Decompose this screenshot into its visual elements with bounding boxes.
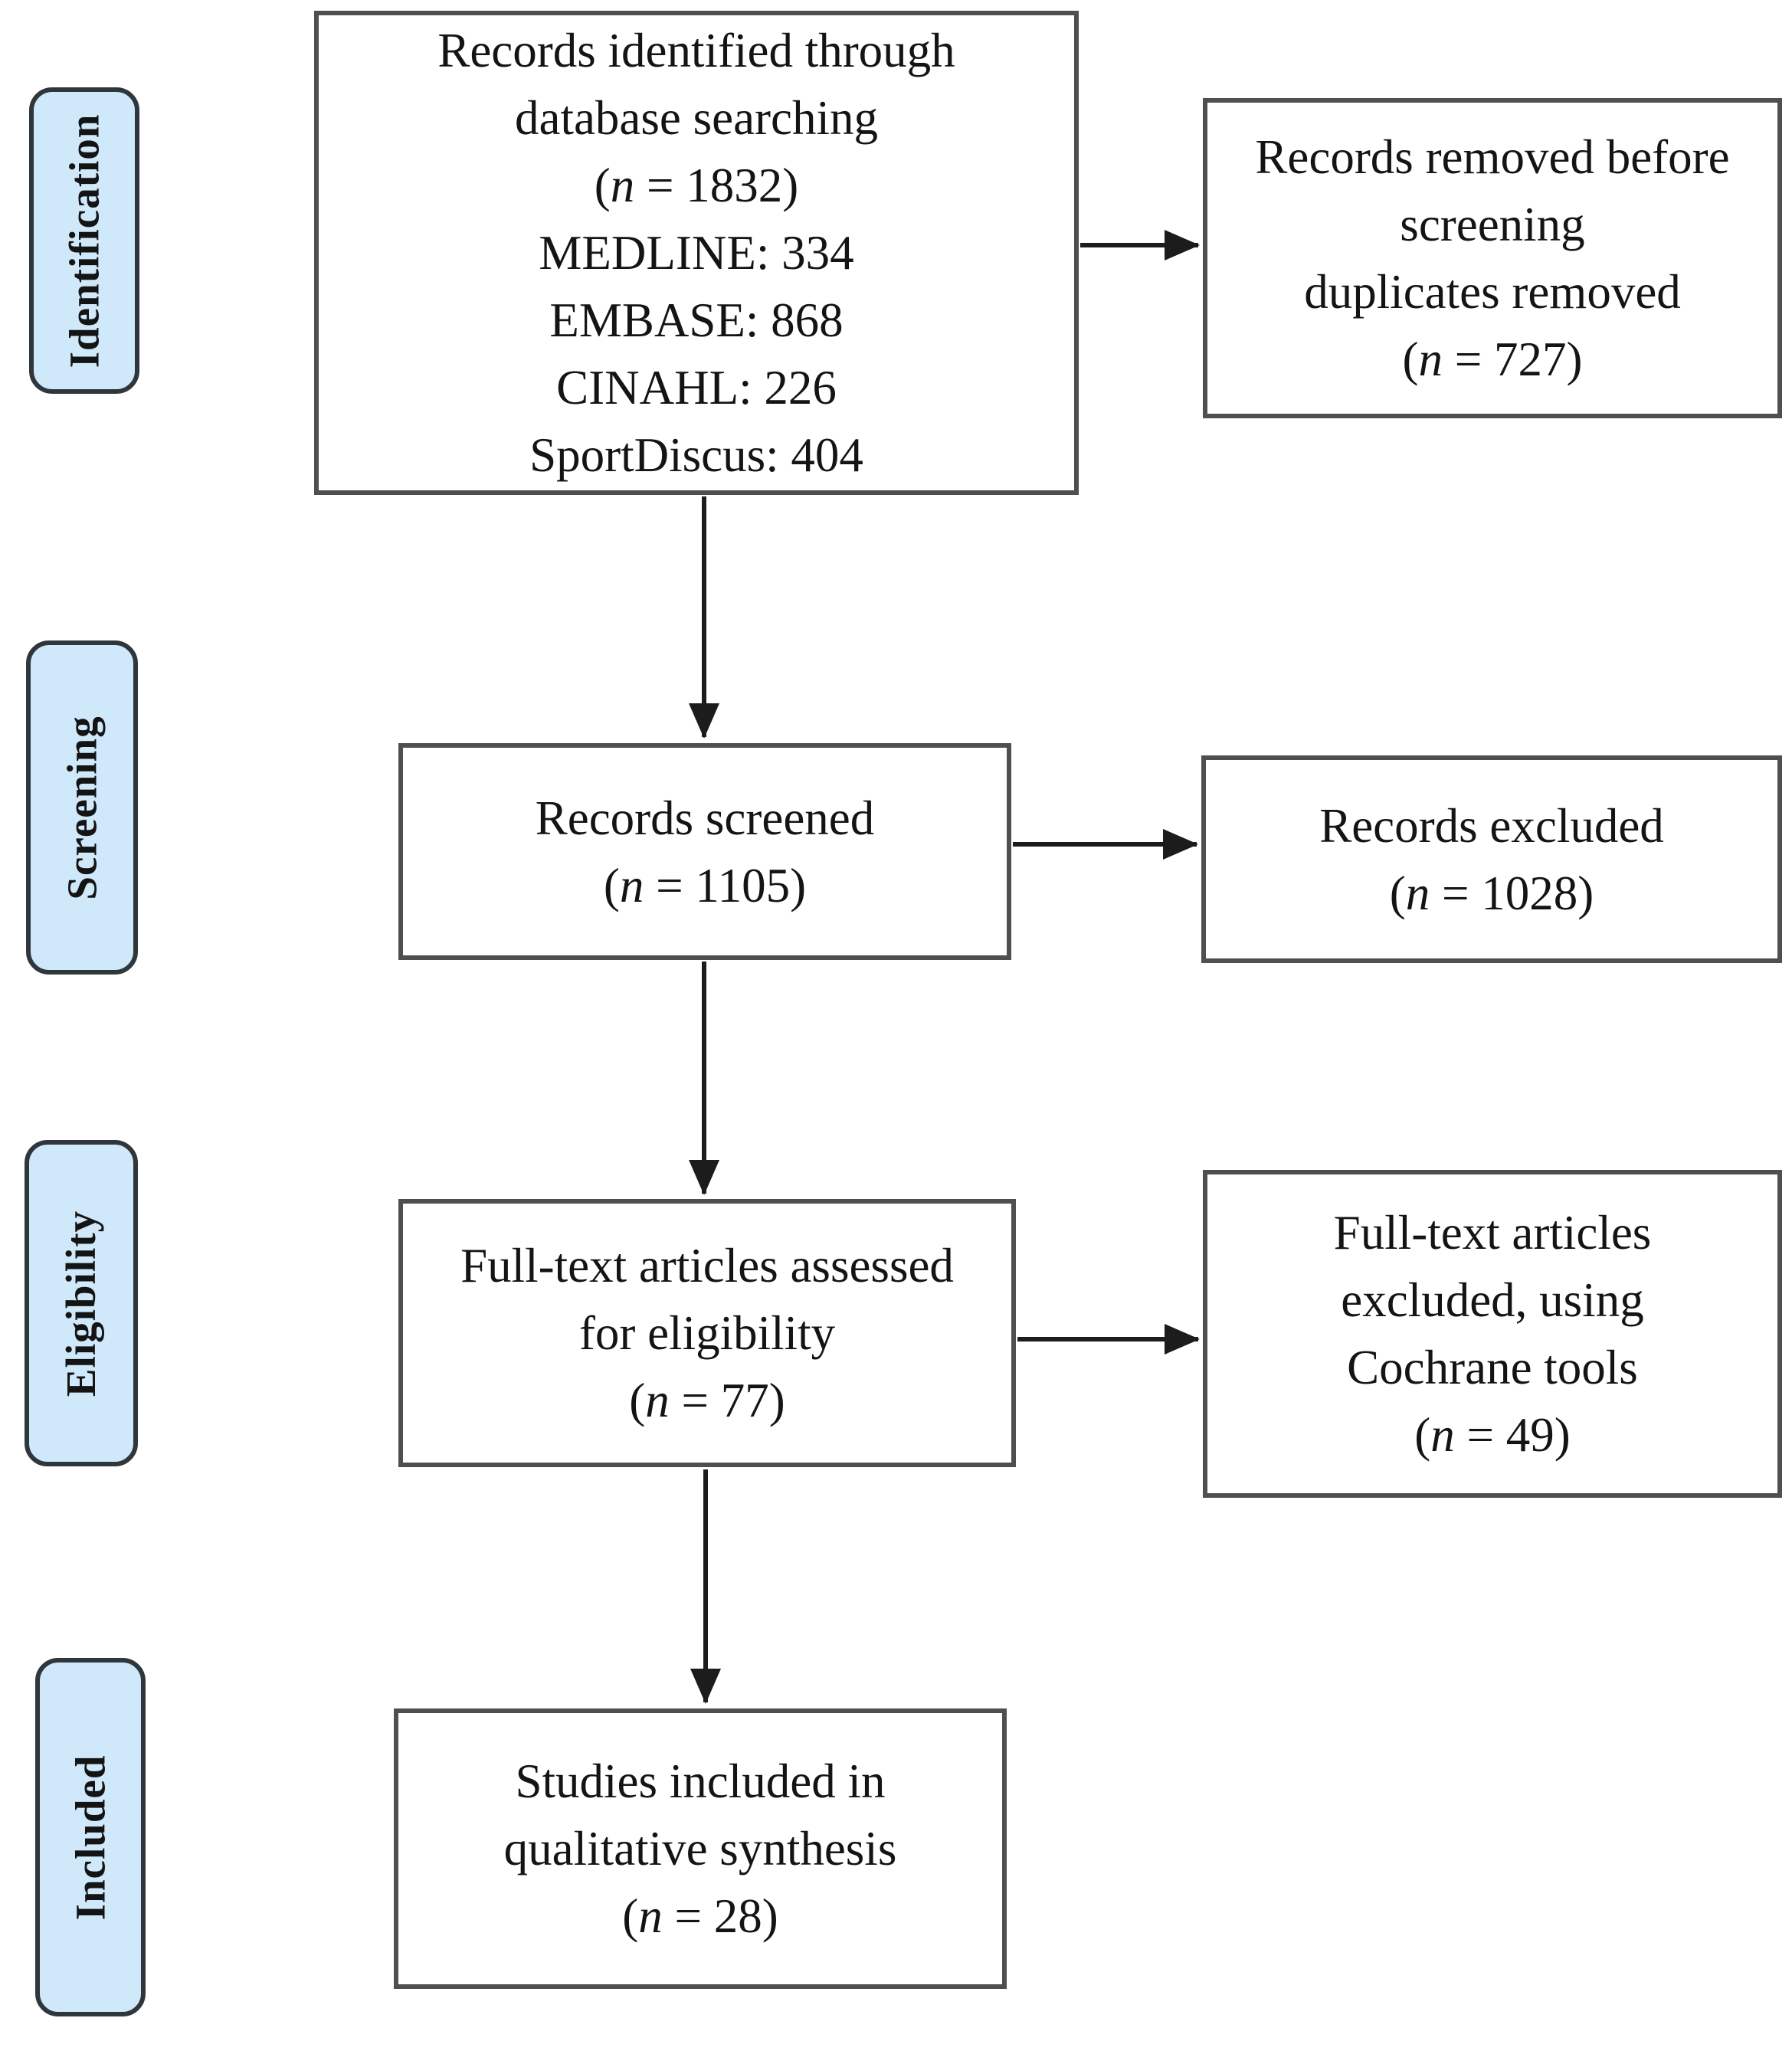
box-text-line: MEDLINE: 334 xyxy=(539,226,854,280)
box-records-excluded: Records excluded (n = 1028) xyxy=(1201,755,1782,963)
box-text-line: excluded, using xyxy=(1341,1273,1644,1327)
stage-label-identification: Identification xyxy=(29,87,139,394)
box-text-line: Full-text articles assessed xyxy=(460,1239,954,1292)
stage-label-screening: Screening xyxy=(26,640,138,975)
stage-label-included-text: Included xyxy=(67,1754,114,1920)
box-text-line: screening xyxy=(1400,198,1585,251)
box-text-line: Records removed before xyxy=(1255,130,1730,184)
box-records-screened: Records screened (n = 1105) xyxy=(398,743,1011,960)
box-fulltext-assessed: Full-text articles assessed for eligibili… xyxy=(398,1199,1016,1467)
box-text-line: qualitative synthesis xyxy=(503,1822,897,1875)
box-text-line: (n = 49) xyxy=(1414,1408,1571,1462)
box-text-line: (n = 727) xyxy=(1402,333,1583,386)
box-text-line: (n = 1105) xyxy=(603,858,807,912)
stage-label-screening-text: Screening xyxy=(58,715,106,900)
box-records-identified: Records identified through database searc… xyxy=(314,11,1079,495)
stage-label-included: Included xyxy=(35,1658,146,2016)
box-studies-included: Studies included in qualitative synthesis… xyxy=(394,1708,1007,1989)
box-text-line: Records identified through xyxy=(437,24,955,77)
box-text-line: duplicates removed xyxy=(1304,265,1681,319)
box-text-line: Cochrane tools xyxy=(1347,1341,1638,1394)
stage-label-eligibility-text: Eligibility xyxy=(57,1210,105,1397)
box-text-line: Full-text articles xyxy=(1333,1206,1652,1260)
box-text-line: (n = 28) xyxy=(622,1889,778,1943)
box-records-removed: Records removed before screening duplicate… xyxy=(1203,98,1782,418)
box-text-line: Studies included in xyxy=(515,1754,886,1808)
box-text-line: for eligibility xyxy=(578,1306,836,1360)
stage-label-identification-text: Identification xyxy=(61,113,108,368)
box-text-line: EMBASE: 868 xyxy=(549,293,844,347)
box-text-line: (n = 1832) xyxy=(594,159,799,212)
box-text-line: (n = 77) xyxy=(629,1374,785,1427)
box-text-line: SportDiscus: 404 xyxy=(529,428,863,482)
box-text-line: Records excluded xyxy=(1319,798,1664,853)
box-text-line: CINAHL: 226 xyxy=(556,361,837,414)
box-text-line: database searching xyxy=(514,91,878,145)
box-text-line: Records screened xyxy=(535,791,875,845)
box-text-line: (n = 1028) xyxy=(1389,866,1594,920)
stage-label-eligibility: Eligibility xyxy=(25,1140,138,1466)
